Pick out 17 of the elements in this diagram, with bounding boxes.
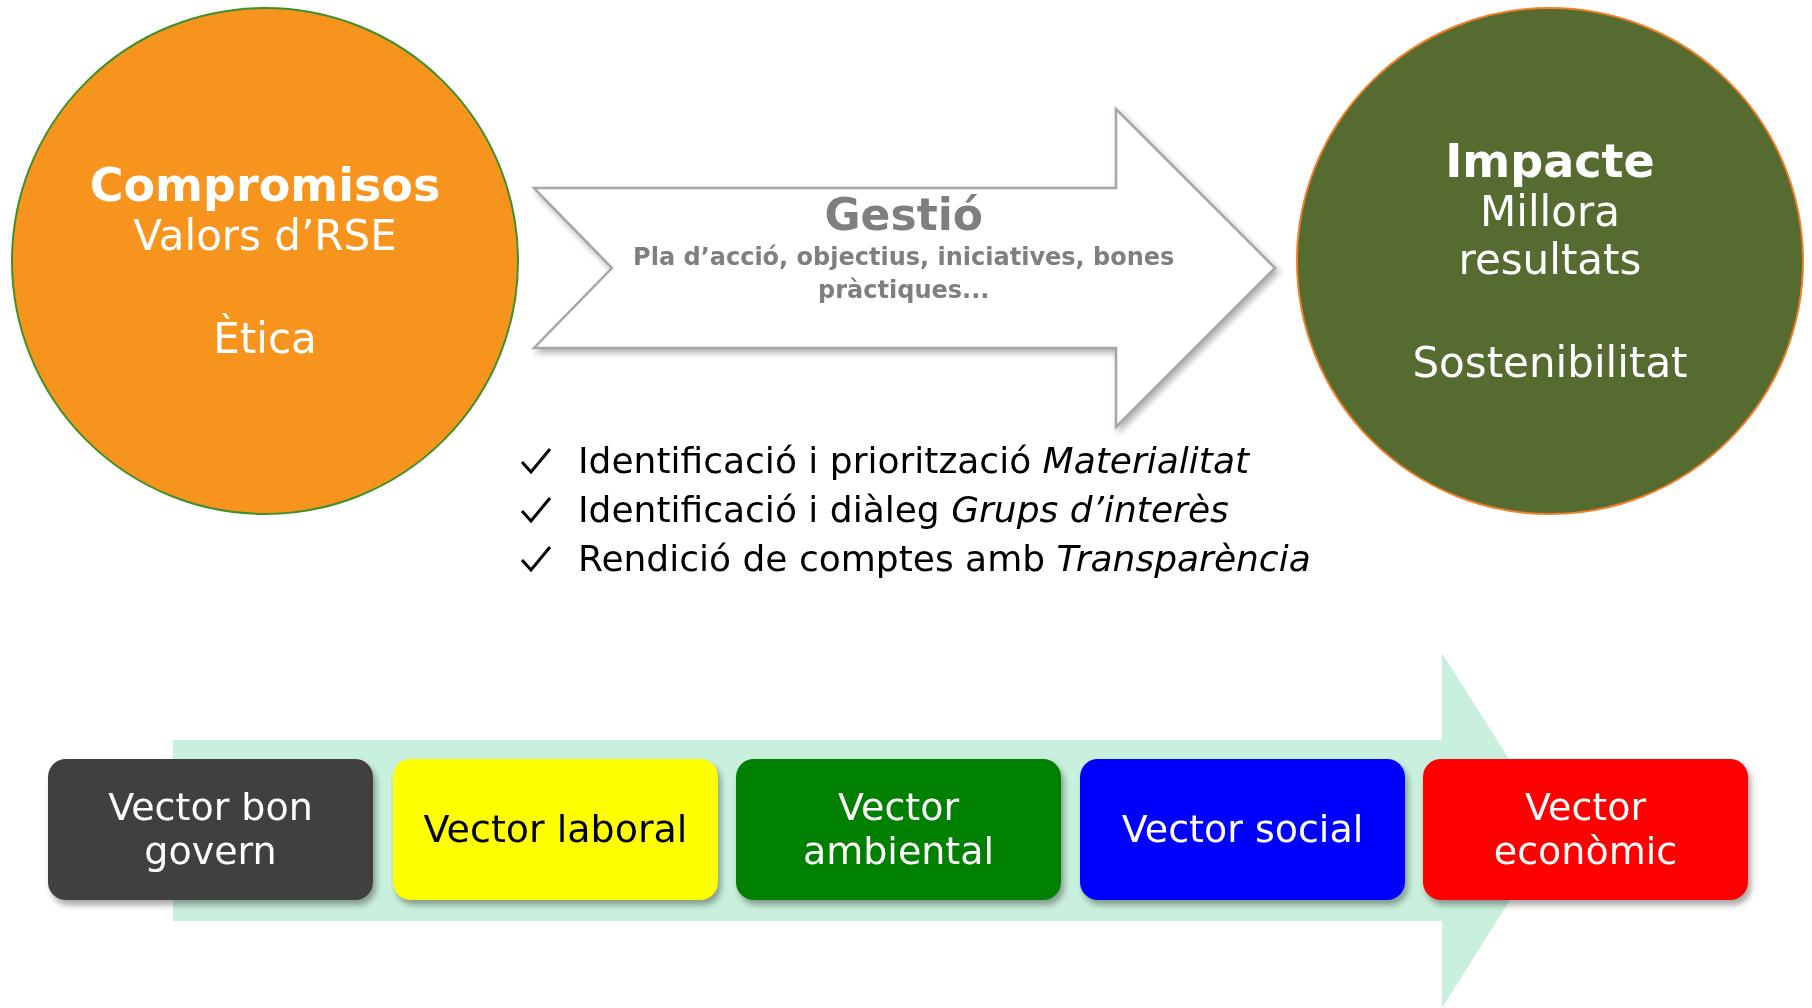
circle-text: Ètica — [213, 314, 317, 364]
checklist-item: Rendició de comptes amb Transparència — [578, 538, 1311, 579]
vector-box: Vector econòmic — [1423, 759, 1748, 900]
block-arrow — [531, 106, 1277, 430]
circle-text: Valors d’RSE — [133, 211, 397, 260]
circle-text: Sostenibilitat — [1412, 339, 1688, 388]
edge-label: Gestió — [824, 190, 983, 241]
checklist-item: Identificació i priorització Materialitat — [578, 440, 1250, 481]
checklist-item: Identificació i diàleg Grups d’interès — [578, 489, 1229, 530]
circle-text: Millora resultats — [1458, 187, 1642, 285]
circle-heading: Impacte — [1445, 134, 1655, 188]
vector-box: Vector bon govern — [48, 759, 373, 900]
circle-heading: Compromisos — [89, 158, 441, 212]
vector-box: Vector laboral — [393, 759, 718, 900]
vector-box: Vector ambiental — [736, 759, 1061, 900]
arrow-text: Pla d’acció, objectius, iniciatives, bones pràctiques... — [632, 241, 1176, 307]
vector-box: Vector social — [1080, 759, 1405, 900]
